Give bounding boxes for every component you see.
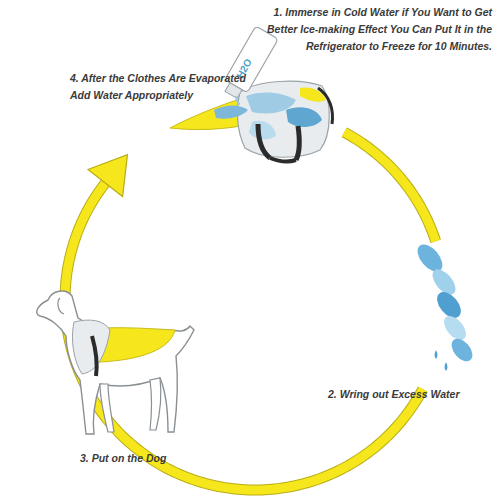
step-note: 2. Wring out Excess Water	[328, 386, 496, 403]
cycle-arc	[344, 132, 436, 241]
step-note: 1. Immerse in Cold Water if You Want to …	[256, 4, 492, 55]
cycle-arrowhead	[88, 155, 128, 197]
water-stream	[236, 96, 240, 104]
cycle-arc-outline	[344, 132, 436, 241]
dog-wearing-vest	[37, 291, 194, 434]
cycle-arc	[65, 183, 423, 490]
cycle-arc-outline	[65, 183, 423, 490]
step-note: 3. Put on the Dog	[80, 450, 240, 467]
cooling-vest	[170, 81, 332, 161]
cycle-ring	[65, 132, 436, 490]
water-bottle	[220, 26, 279, 101]
step-note: 4. After the Clothes Are Evaporated Add …	[70, 70, 248, 104]
wrung-vest	[413, 240, 477, 371]
